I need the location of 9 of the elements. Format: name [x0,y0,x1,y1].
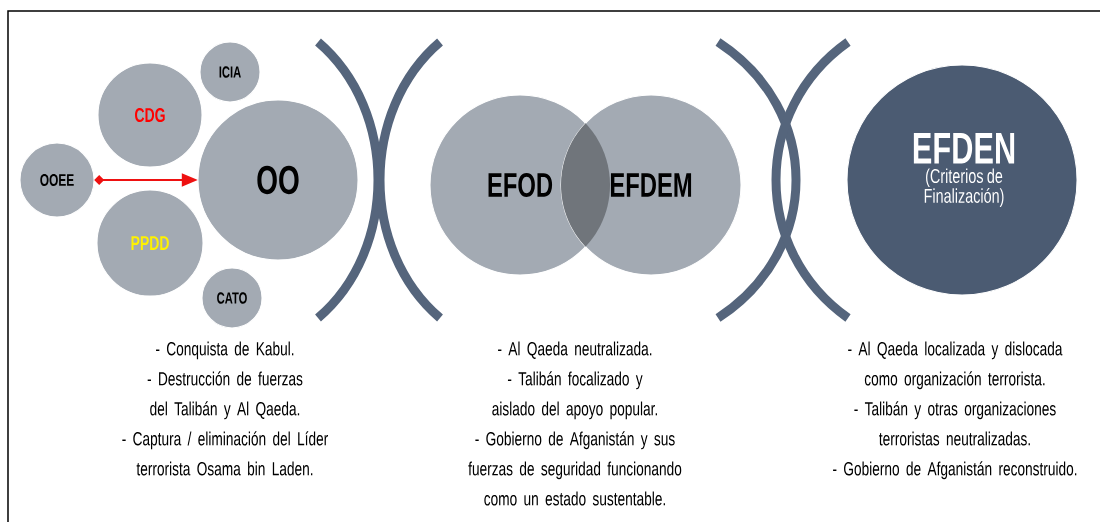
bullet-text: - Al Qaeda localizada y dislocada como organización terrorista. [848,341,1063,390]
bullet-text: - Talibán focalizado y aislado del apoyo popular. [492,371,657,420]
bullet-text: - Gobierno de Afganistán y sus fuerzas de seguridad funcionando como un estado sustentable. [468,431,682,506]
bullet-text: - Conquista de Kabul. [156,341,294,360]
bullet-text: - Destrucción de fuerzas del Talibán y Al Qaeda. [147,371,303,420]
bullet-text: - Captura / eliminación del Líder terrorista Osama bin Laden. [122,431,328,476]
bullet-text: - Al Qaeda neutralizada. [498,341,652,359]
bullet-text: - Talibán y otras organizaciones terroristas neutralizadas. [854,401,1056,446]
bullet-text: - Gobierno de Afganistán reconstruido. [833,461,1077,480]
